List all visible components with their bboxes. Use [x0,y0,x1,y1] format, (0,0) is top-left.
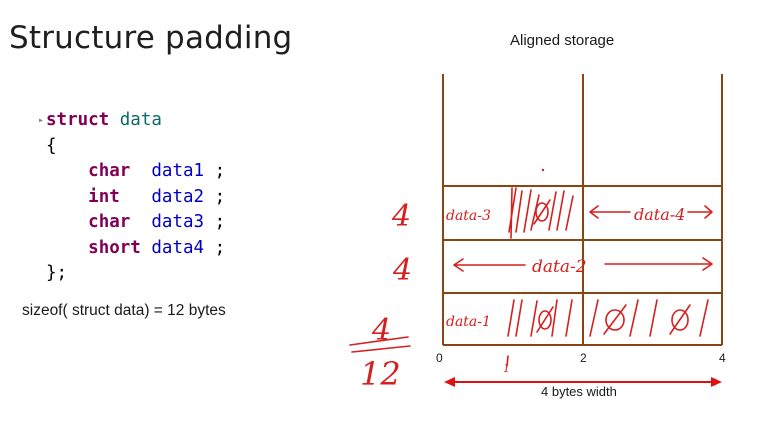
collapse-marker-icon: ▸ [38,115,45,126]
padding-hatch-row1 [508,187,574,233]
handwritten-text: 4 4 4 12 data-3 data-4 data-2 data-1 1 [360,199,685,393]
member-type: char [88,161,131,181]
member-type: char [88,212,131,232]
member-name: data2 [151,186,205,207]
code-line-member: short data4 ; [88,237,226,258]
byte-tick [506,355,509,367]
axis-labels: 0 2 4 [436,351,726,365]
width-label: 4 bytes width [541,384,617,399]
member-type: short [88,237,141,258]
member-type: int [88,186,120,207]
divider-row1 [510,187,513,239]
member-name: data1 [151,161,205,181]
struct-name: data [119,110,162,130]
null-symbol-row3 [671,309,689,331]
code-line-member: int data2 ; [88,186,226,207]
axis-label-2: 2 [580,351,587,365]
null-symbol-row1 [535,202,549,222]
row-size-label: 4 [392,253,412,288]
arrow-row2-left [453,258,526,272]
total-underline [349,336,411,353]
axis-label-0: 0 [436,351,443,365]
null-symbol-row3 [605,309,625,331]
null-symbol-row3 [538,310,552,330]
code-line-member: char data3 ; [88,212,226,232]
row-size-label: 4 [371,313,391,348]
keyword-struct: struct [46,110,110,130]
slide-title: Structure padding [9,20,293,56]
byte-tick-label: 1 [503,362,510,375]
code-line-open-brace: { [46,135,57,156]
arrow-row1-left [589,205,631,219]
cell-label-data2: data-2 [532,257,587,277]
cell-label-data4: data-4 [634,205,685,224]
member-name: data3 [151,212,205,232]
cell-label-data1: data-1 [446,314,491,330]
padding-hatch-row3 [507,299,709,337]
cell-label-data3: data-3 [446,208,491,224]
code-line-member: char data1 ; [88,161,226,181]
width-arrow [444,377,722,387]
code-line-close-brace: }; [46,263,68,283]
storage-grid [442,74,723,346]
row-size-label: 4 [391,199,411,234]
diagram-title: Aligned storage [510,32,615,49]
handwritten-annotations [349,168,713,367]
arrow-row1-right [687,205,713,219]
axis-label-4: 4 [719,351,726,365]
struct-code-block: ▸ struct data { char data1 ; int data2 ;… [38,108,226,287]
arrow-row2-right [604,257,713,271]
member-name: data4 [151,237,205,258]
sizeof-statement: sizeof( struct data) = 12 bytes [22,302,226,319]
code-line-struct-decl: struct data [46,108,225,134]
total-size-label: 12 [360,355,401,393]
